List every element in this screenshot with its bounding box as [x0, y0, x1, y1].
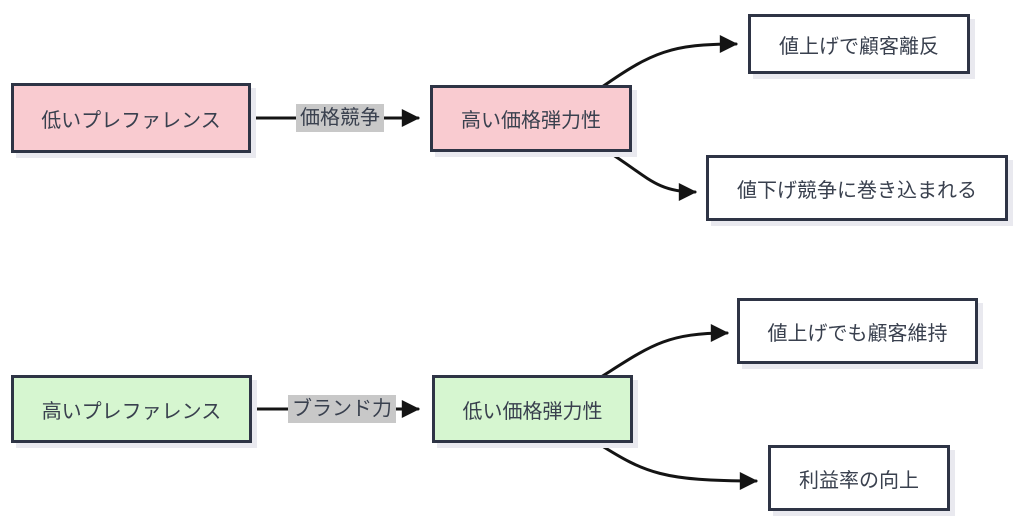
node-high-preference: 高いプレファレンス	[11, 375, 252, 443]
arrow-effect2-to-outcome2b	[597, 442, 758, 490]
node-outcome-customer-defection: 値上げで顧客離反	[748, 14, 970, 74]
node-low-price-elasticity: 低い価格弾力性	[432, 375, 633, 443]
edge-label-brand-power: ブランド力	[288, 395, 396, 423]
node-low-preference: 低いプレファレンス	[11, 83, 251, 153]
arrow-effect2-to-outcome2a	[599, 324, 729, 379]
node-outcome-profit-margin: 利益率の向上	[768, 445, 950, 511]
arrow-effect1-to-outcome1a	[600, 35, 738, 89]
node-outcome-price-war: 値下げ競争に巻き込まれる	[706, 155, 1008, 221]
edge-label-price-competition: 価格競争	[296, 104, 384, 132]
arrow-effect1-to-outcome1b	[605, 149, 697, 201]
node-high-price-elasticity: 高い価格弾力性	[430, 85, 632, 152]
node-outcome-customer-retention: 値上げでも顧客維持	[737, 298, 978, 364]
